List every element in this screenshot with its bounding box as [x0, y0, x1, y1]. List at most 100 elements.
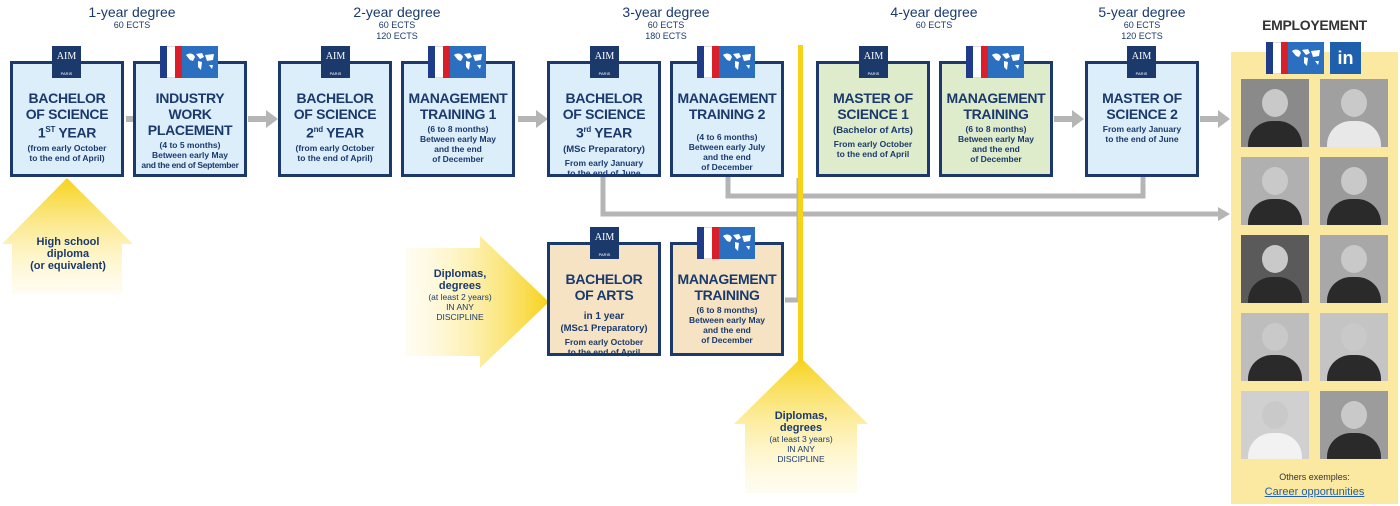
header-title: 4-year degree	[890, 4, 978, 20]
box-detail-2: to the end of April)	[29, 152, 105, 163]
header-ects: 60 ECTS	[1123, 20, 1161, 30]
box-title-2: SCIENCE 1	[837, 106, 909, 122]
box-detail: (6 to 8 months)	[696, 305, 758, 315]
box-detail-3: and the end of September	[141, 160, 239, 170]
employee-photo	[1320, 79, 1388, 147]
box-title: BACHELOR	[565, 271, 643, 287]
box-detail-2: Between early July	[688, 142, 766, 152]
entry-line: IN ANY	[446, 302, 474, 312]
header-4-year: 4-year degree 60 ECTS	[882, 4, 986, 31]
header-title: 2-year degree	[353, 4, 441, 20]
box-detail-3: and the end	[703, 325, 751, 335]
employee-photo	[1320, 235, 1388, 303]
header-title: 1-year degree	[88, 4, 176, 20]
box-subtitle: (Bachelor of Arts)	[833, 125, 913, 136]
employee-photo	[1241, 313, 1309, 381]
box-detail-2: to the end of June	[567, 167, 641, 178]
management-training-year4-box[interactable]: MANAGEMENT TRAINING (6 to 8 months) Betw…	[939, 61, 1053, 177]
box-title-2: TRAINING 1	[419, 106, 497, 122]
box-title-2: TRAINING	[963, 106, 1029, 122]
box-title-2: OF ARTS	[574, 287, 634, 303]
career-opportunities-link[interactable]: Career opportunities	[1264, 486, 1365, 498]
box-title: BACHELOR	[296, 90, 374, 106]
employee-photo	[1241, 235, 1309, 303]
france-world-flag-icon	[160, 46, 218, 78]
employment-title: EMPLOYEMENT	[1262, 17, 1367, 33]
box-title-3: 3rd YEAR	[576, 124, 632, 141]
entry-line: degrees	[779, 422, 823, 434]
bachelor-science-year1-box[interactable]: BACHELOR OF SCIENCE 1ST YEAR (from early…	[10, 61, 124, 177]
entry-line: degrees	[438, 280, 482, 292]
france-world-flag-icon	[697, 46, 755, 78]
entry-line: (or equivalent)	[30, 260, 106, 272]
box-title-2: SCIENCE 2	[1106, 106, 1178, 122]
box-detail-2: Between early May	[957, 134, 1035, 144]
management-training-1-box[interactable]: MANAGEMENT TRAINING 1 (6 to 8 months) Be…	[401, 61, 515, 177]
employee-photo	[1320, 313, 1388, 381]
industry-work-placement-box[interactable]: INDUSTRY WORK PLACEMENT (4 to 5 months) …	[133, 61, 247, 177]
master-science-2-box[interactable]: MASTER OF SCIENCE 2 From early January t…	[1085, 61, 1199, 177]
header-ects-total: 120 ECTS	[376, 31, 418, 41]
header-2-year: 2-year degree 60 ECTS 120 ECTS	[345, 4, 449, 42]
box-detail-4: of December	[970, 154, 1022, 164]
box-detail: From early October	[564, 337, 644, 347]
header-1-year: 1-year degree 60 ECTS	[80, 4, 184, 31]
entry-line: High school	[36, 236, 100, 248]
box-detail: From early January	[1102, 124, 1182, 134]
management-training-bachelor-arts-box[interactable]: MANAGEMENT TRAINING (6 to 8 months) Betw…	[670, 242, 784, 356]
header-5-year: 5-year degree 60 ECTS 120 ECTS	[1090, 4, 1194, 42]
box-title: MANAGEMENT	[677, 271, 777, 287]
box-detail: (6 to 8 months)	[427, 124, 489, 134]
box-title: MANAGEMENT	[946, 90, 1046, 106]
box-detail-4: of December	[701, 162, 753, 172]
employee-photo	[1320, 391, 1388, 459]
box-detail-4: of December	[701, 335, 753, 345]
management-training-2-box[interactable]: MANAGEMENT TRAINING 2 (4 to 6 months) Be…	[670, 61, 784, 177]
box-detail-3: and the end	[434, 144, 482, 154]
box-title-3: PLACEMENT	[147, 122, 233, 138]
header-title: 3-year degree	[622, 4, 710, 20]
bachelor-science-year2-box[interactable]: BACHELOR OF SCIENCE 2nd YEAR (from early…	[278, 61, 392, 177]
entry-line: Diplomas,	[433, 268, 487, 280]
header-ects-total: 180 ECTS	[645, 31, 687, 41]
box-detail-2: Between early May	[151, 150, 229, 160]
entry-line: Diplomas,	[774, 410, 828, 422]
box-subtitle: in 1 year	[583, 311, 625, 322]
header-ects: 60 ECTS	[113, 20, 151, 30]
linkedin-icon[interactable]: in	[1330, 42, 1361, 74]
bachelor-of-arts-box[interactable]: BACHELOR OF ARTS in 1 year (MSc1 Prepara…	[547, 242, 661, 357]
box-title: MASTER OF	[1102, 90, 1182, 106]
entry-line: DISCIPLINE	[436, 312, 484, 322]
master-science-1-box[interactable]: MASTER OF SCIENCE 1 (Bachelor of Arts) F…	[816, 61, 930, 177]
box-title: MASTER OF	[833, 90, 913, 106]
box-detail-2: Between early May	[419, 134, 497, 144]
box-title-2: OF SCIENCE	[25, 106, 109, 122]
box-title: BACHELOR	[565, 90, 643, 106]
box-detail: (from early October	[27, 142, 107, 153]
box-detail: (4 to 5 months)	[159, 140, 221, 150]
box-detail-3: and the end	[972, 144, 1020, 154]
france-world-flag-icon	[428, 46, 486, 78]
box-title-3: 1ST YEAR	[37, 124, 97, 141]
box-title-2: TRAINING 2	[688, 106, 766, 122]
box-detail: (6 to 8 months)	[965, 124, 1027, 134]
entry-high-school-label: High school diploma (or equivalent)	[14, 236, 122, 272]
header-ects-total: 120 ECTS	[1121, 31, 1163, 41]
bachelor-science-year3-box[interactable]: BACHELOR OF SCIENCE 3rd YEAR (MSc Prepar…	[547, 61, 661, 178]
box-detail: From early January	[564, 157, 644, 168]
employee-photo	[1320, 157, 1388, 225]
box-title-2: OF SCIENCE	[293, 106, 377, 122]
box-subtitle-2: (MSc1 Preparatory)	[560, 323, 648, 334]
box-subtitle: (MSc Preparatory)	[563, 143, 645, 155]
box-title: INDUSTRY	[155, 90, 225, 106]
box-detail: (from early October	[295, 142, 375, 153]
box-detail-2: to the end of June	[1105, 134, 1179, 144]
box-detail-2: to the end of April	[567, 347, 641, 357]
box-title-2: TRAINING	[694, 287, 760, 303]
entry-2-year-diploma-label: Diplomas, degrees (at least 2 years) IN …	[408, 268, 512, 322]
box-detail-2: Between early May	[688, 315, 766, 325]
